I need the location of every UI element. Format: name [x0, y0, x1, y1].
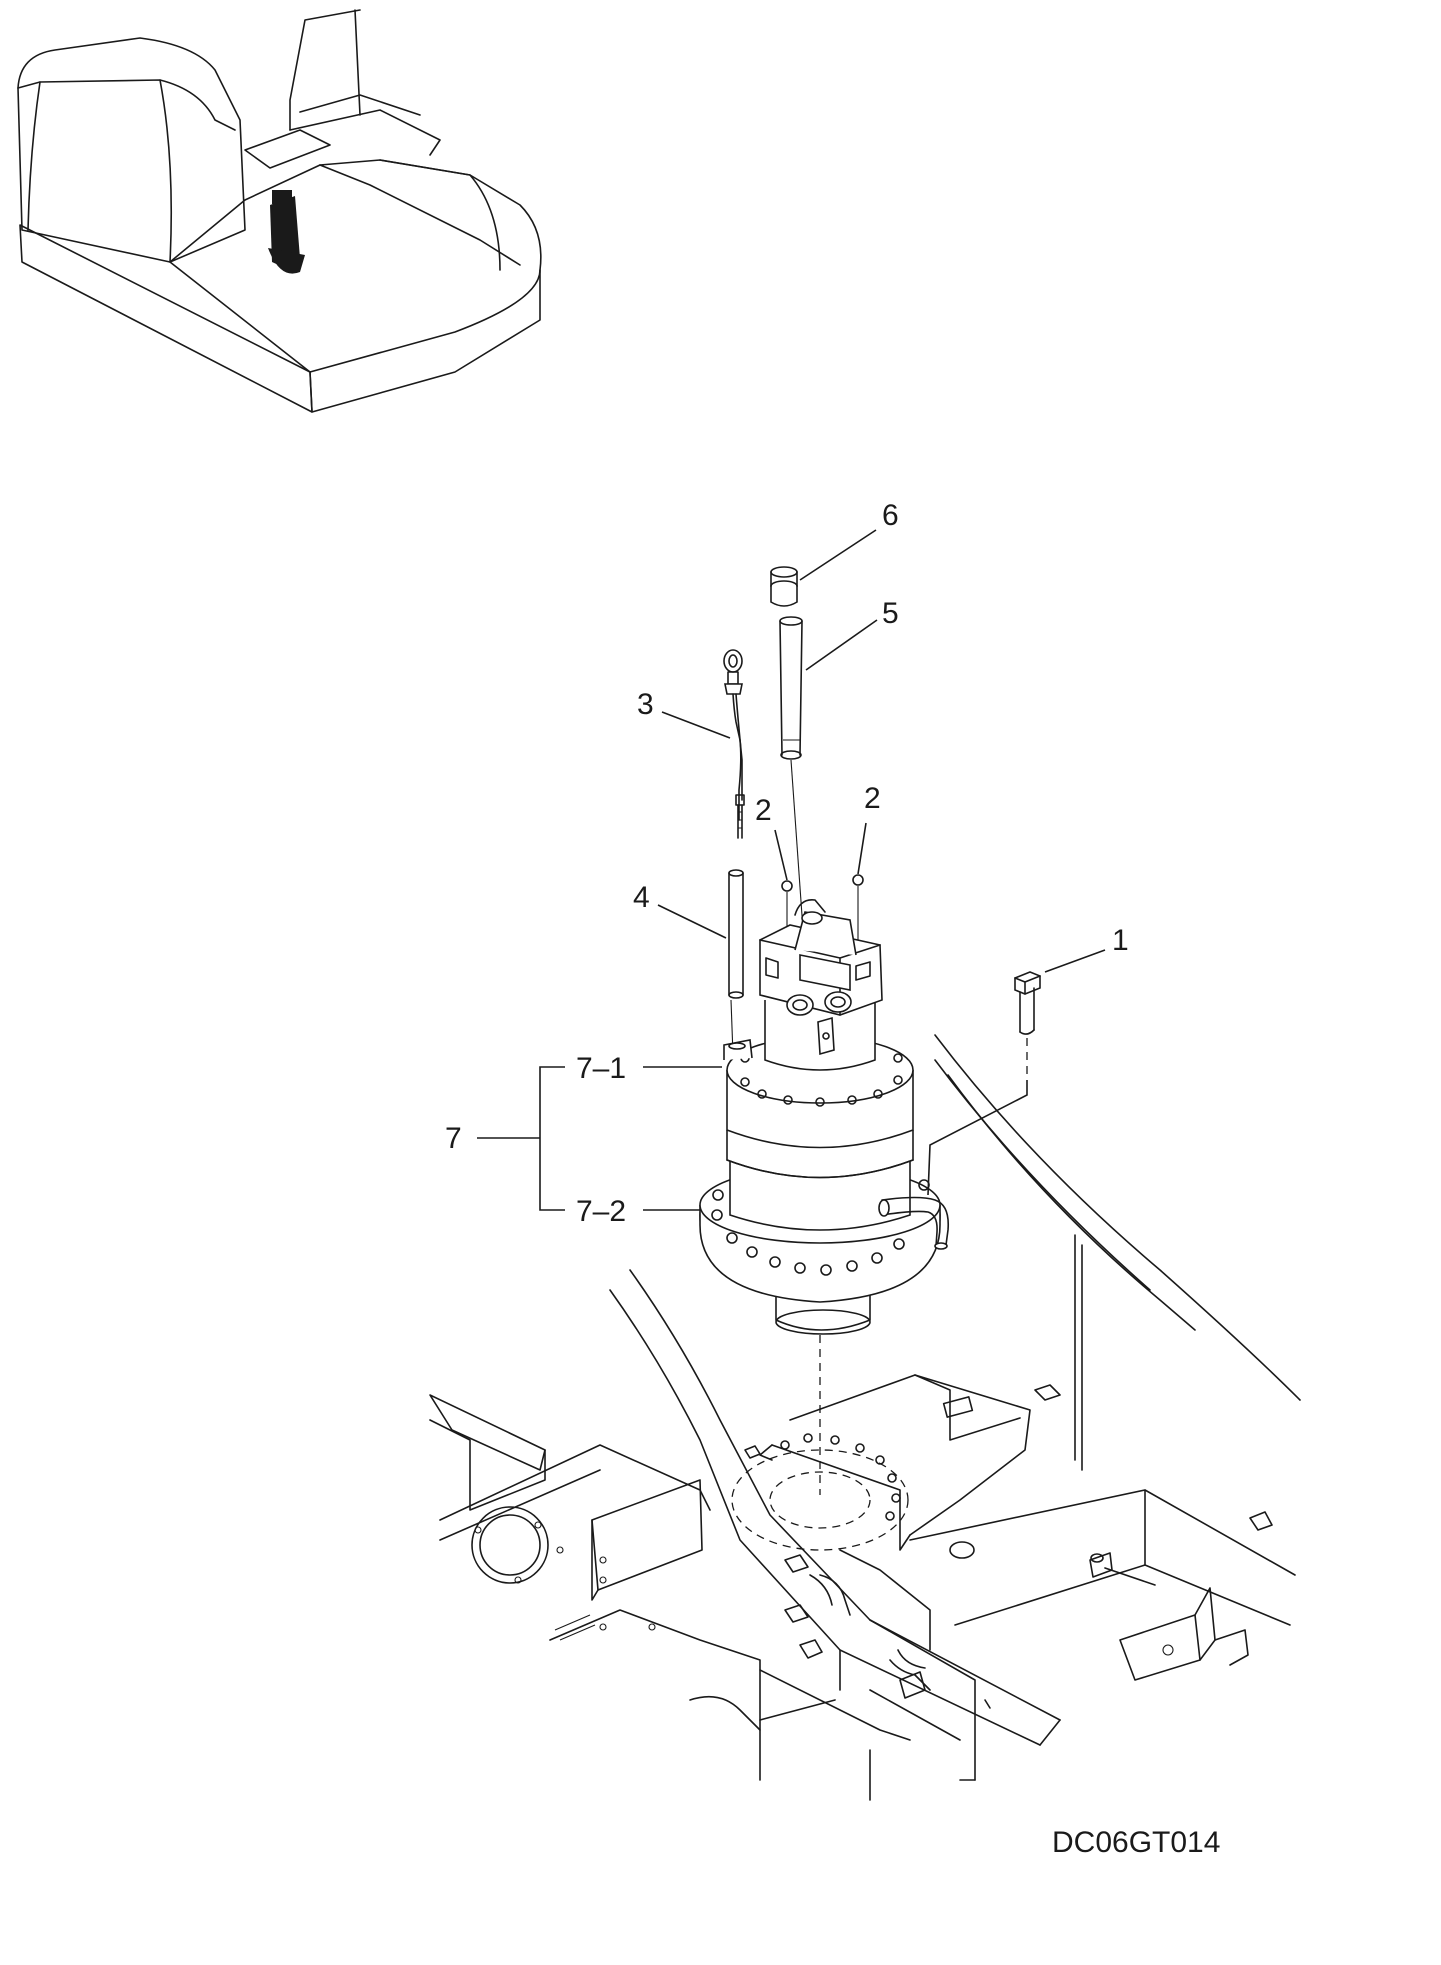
callout-7-1: 7–1	[576, 1052, 626, 1085]
part-1-bolt	[1014, 971, 1041, 1080]
part-4-guide-tube	[728, 869, 744, 1056]
part-6-cap	[770, 566, 798, 607]
callout-7-2: 7–2	[576, 1195, 626, 1228]
locator-thumbnail	[17, 9, 542, 413]
upper-frame	[429, 1034, 1301, 1801]
part-5-pipe	[779, 616, 806, 959]
callout-4: 4	[633, 881, 650, 914]
part-7-swing-motor	[699, 898, 1028, 1495]
part-3-dipstick	[723, 649, 745, 839]
callout-1: 1	[1112, 924, 1129, 957]
callout-3: 3	[637, 688, 654, 721]
callouts: 6 5 3 2 2 4 1 7–1 7 7–2	[445, 499, 1129, 1228]
callout-7: 7	[445, 1122, 462, 1155]
callout-5: 5	[882, 597, 899, 630]
callout-6: 6	[882, 499, 899, 532]
callout-2-left: 2	[755, 794, 772, 827]
callout-2-right: 2	[864, 782, 881, 815]
drawing-code: DC06GT014	[1052, 1826, 1220, 1859]
